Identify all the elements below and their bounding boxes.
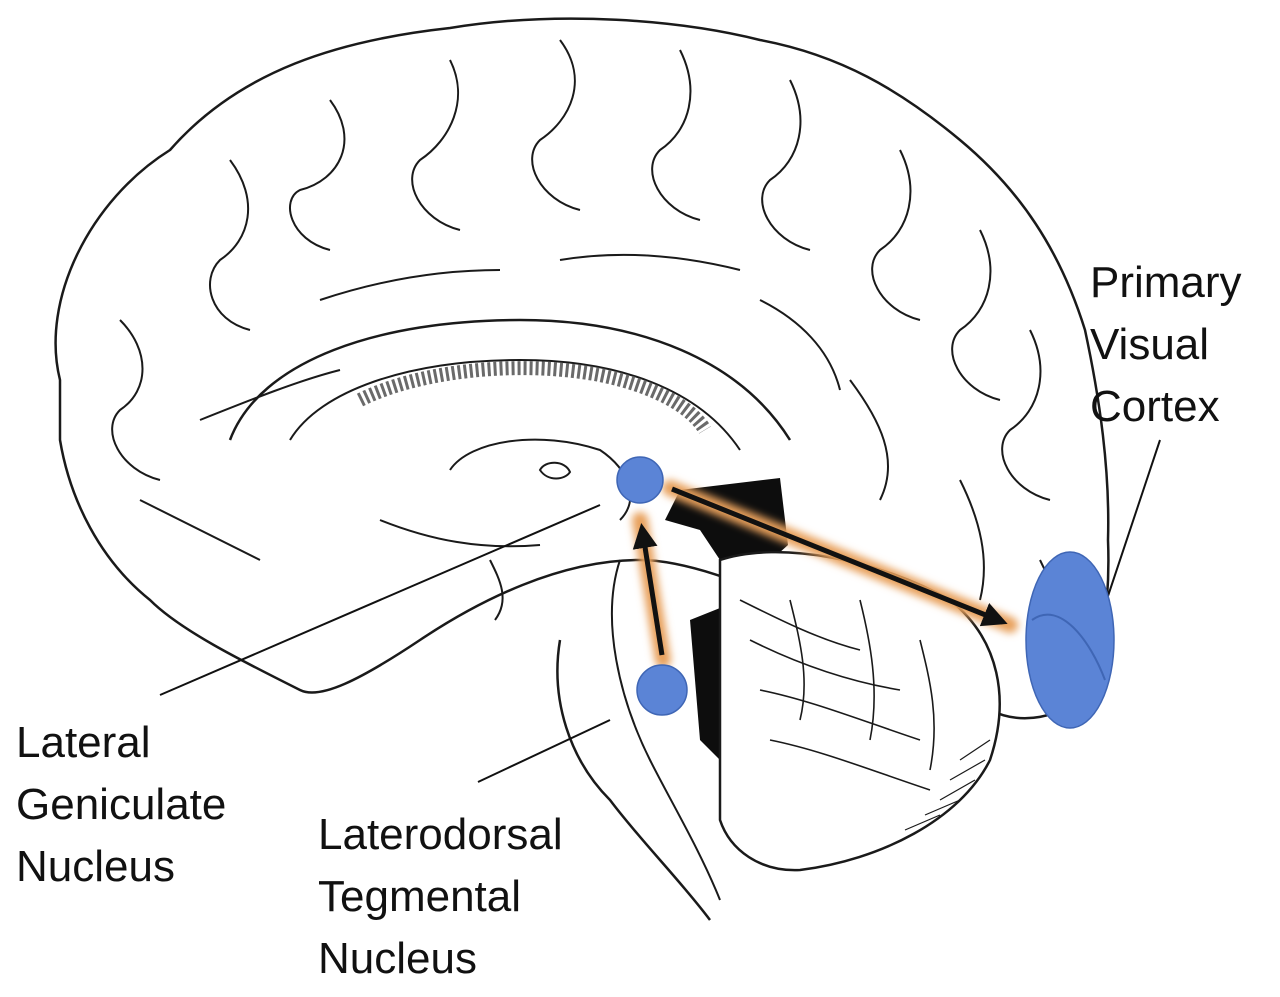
pathway-arrows [632, 486, 1008, 656]
label-line: Nucleus [16, 842, 175, 891]
brainstem [556, 639, 711, 921]
label-laterodorsal-tegmental-nucleus: Laterodorsal Tegmental Nucleus [318, 804, 563, 990]
label-line: Lateral [16, 718, 151, 767]
arrow-ldt-to-lgn [632, 523, 665, 656]
primary-visual-cortex-region [1025, 551, 1115, 729]
leader-line-ldt [477, 719, 611, 783]
corpus-callosum [228, 318, 792, 451]
label-line: Laterodorsal [318, 810, 563, 859]
cerebellum [718, 550, 1001, 872]
label-line: Nucleus [318, 934, 477, 983]
leader-line-pvc [1104, 439, 1161, 606]
label-line: Visual [1090, 320, 1210, 369]
laterodorsal-tegmental-nucleus-marker [636, 664, 688, 716]
label-lateral-geniculate-nucleus: Lateral Geniculate Nucleus [16, 712, 226, 898]
label-primary-visual-cortex: Primary Visual Cortex [1090, 252, 1242, 438]
leader-lines [159, 439, 1161, 783]
brainstem-front [610, 559, 721, 901]
lateral-geniculate-nucleus-marker [616, 456, 664, 504]
label-line: Primary [1090, 258, 1242, 307]
label-line: Geniculate [16, 780, 227, 829]
calcarine-sulcus [1031, 613, 1106, 681]
label-line: Tegmental [318, 872, 522, 921]
label-line: Cortex [1090, 382, 1220, 431]
cortical-folds [111, 39, 1065, 681]
arrow-lgn-to-cortex [671, 486, 1008, 627]
leader-line-lgn [159, 504, 601, 696]
